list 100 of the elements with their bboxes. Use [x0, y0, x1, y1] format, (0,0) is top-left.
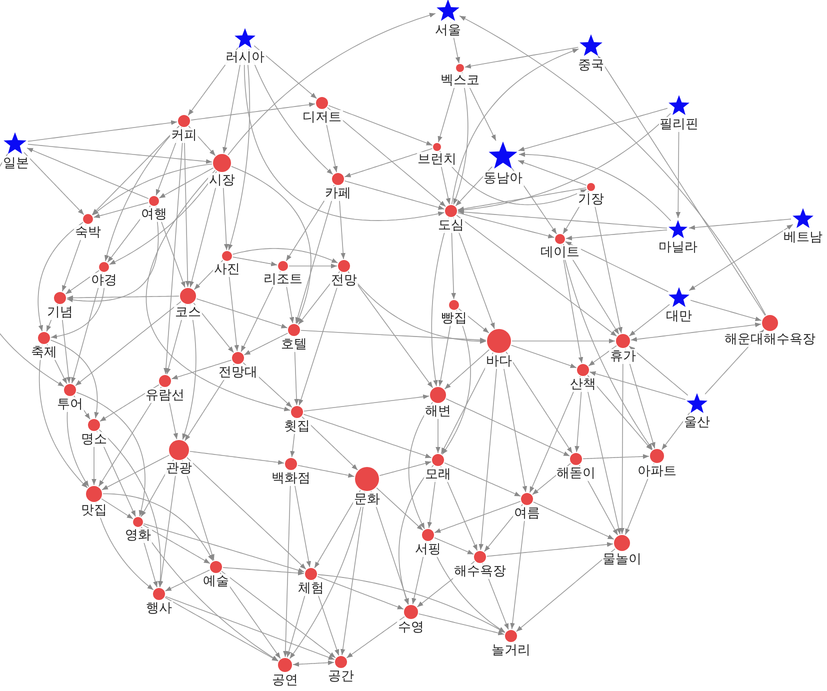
arrow: [458, 187, 586, 212]
node-label: 빵집: [440, 311, 468, 326]
arrow: [464, 46, 579, 68]
node-label: 백화점: [270, 471, 312, 486]
arrow: [304, 394, 430, 412]
arrow: [458, 113, 671, 212]
node-label: 문화: [353, 492, 381, 507]
node-label: 시장: [208, 173, 236, 188]
arrow: [221, 570, 336, 658]
arrow: [164, 597, 278, 662]
arrow: [244, 332, 288, 356]
arrow: [146, 170, 291, 412]
node-label: 마닐라: [658, 240, 698, 255]
arrow: [328, 105, 433, 146]
arrow: [186, 457, 306, 570]
arrow: [92, 164, 212, 216]
arrow: [512, 338, 616, 344]
node-label: 횟집: [283, 419, 311, 434]
arrow: [587, 374, 652, 450]
arrow: [446, 398, 570, 456]
arrow: [344, 180, 445, 210]
arrow: [182, 304, 196, 440]
node-label: 서울: [434, 23, 462, 38]
arrow: [28, 144, 212, 164]
node-label: 아파트: [636, 464, 678, 479]
node-label: 영화: [124, 528, 152, 543]
node-label: 관광: [165, 461, 193, 476]
node-label: 휴가: [609, 349, 637, 364]
arrow: [459, 15, 766, 316]
node-label: 해수욕장: [453, 564, 507, 579]
arrow: [434, 537, 474, 555]
arrow: [516, 548, 616, 632]
node-label: 대만: [665, 309, 693, 324]
node-label: 체험: [297, 581, 325, 596]
arrow: [506, 351, 573, 454]
arrow: [518, 108, 668, 152]
arrow: [143, 523, 305, 573]
arrow: [518, 152, 672, 222]
arrow: [628, 346, 688, 396]
node-label: 카페: [324, 186, 352, 201]
arrow: [442, 310, 471, 455]
arrow: [232, 256, 278, 266]
arrow: [302, 416, 358, 470]
node-label: 놀거리: [490, 643, 532, 658]
arrow: [248, 48, 334, 175]
arrow: [109, 171, 218, 265]
arrow: [486, 542, 614, 557]
arrow: [0, 153, 64, 387]
arrow: [165, 596, 335, 660]
node-label: 울산: [683, 415, 711, 430]
arrow: [232, 248, 338, 264]
arrow: [295, 185, 336, 324]
arrow: [529, 376, 581, 493]
node-label: 호텔: [280, 337, 308, 352]
arrow: [314, 490, 361, 568]
arrow: [76, 392, 146, 517]
node-label: 바다: [485, 354, 513, 369]
arrow: [93, 202, 149, 218]
node-label: 해변: [424, 404, 452, 419]
node-label: 필리핀: [658, 117, 700, 132]
node-label: 해돋이: [556, 466, 596, 481]
arrow: [140, 526, 279, 662]
node-label: 모래: [424, 467, 452, 482]
arrow: [66, 295, 180, 300]
arrow: [444, 349, 490, 390]
node-label: 사진: [213, 262, 241, 277]
node-label: 맛집: [80, 503, 108, 518]
arrow: [24, 152, 84, 216]
arrow: [164, 570, 210, 592]
node-label: 축제: [30, 345, 58, 360]
arrow: [688, 224, 794, 291]
node-label: 명소: [80, 432, 108, 447]
arrow: [344, 148, 433, 178]
arrow: [190, 102, 316, 120]
arrow: [398, 464, 434, 605]
arrow: [628, 304, 670, 336]
arrow: [510, 344, 577, 368]
arrow: [326, 107, 446, 207]
node-label: 여름: [513, 506, 541, 521]
node-label: 기념: [46, 305, 74, 320]
arrow: [102, 493, 214, 562]
node-label: 벡스코: [440, 73, 480, 88]
node-label: 공연: [271, 673, 299, 688]
arrow: [190, 450, 284, 465]
arrow: [289, 491, 365, 659]
node-label: 동남아: [482, 171, 524, 186]
arrow: [303, 414, 432, 458]
arrow: [532, 502, 614, 540]
node-label: 디저트: [302, 110, 342, 125]
arrow: [102, 454, 170, 490]
node-label: 산책: [569, 377, 597, 392]
node-label: 숙박: [74, 225, 102, 240]
arrow: [50, 340, 99, 419]
arrow: [26, 148, 149, 200]
node-label: 수영: [397, 620, 425, 635]
node-label: 물놀이: [602, 552, 642, 567]
node-label: 공간: [327, 669, 355, 684]
arrow: [457, 212, 555, 238]
node-label: 베트남: [782, 230, 824, 245]
arrow: [158, 167, 214, 198]
